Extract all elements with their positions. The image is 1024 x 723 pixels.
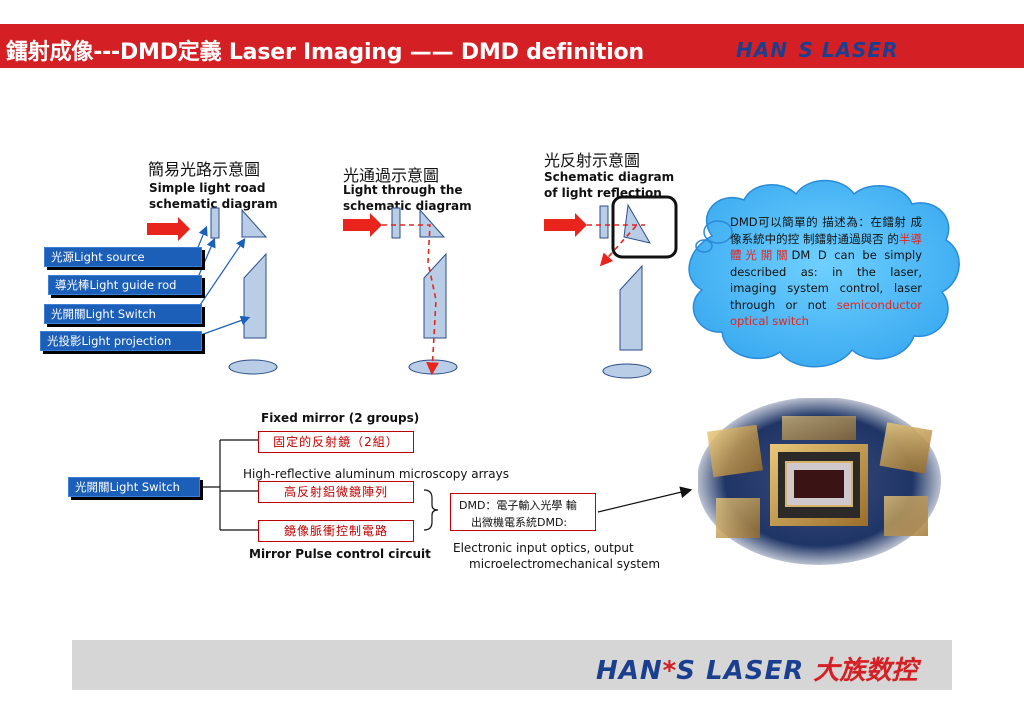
diagram2-title-en: Light through the schematic diagram — [343, 183, 472, 213]
header-bar — [0, 24, 1024, 68]
projection-prism — [243, 252, 267, 339]
diagram2-graphic — [343, 207, 458, 376]
label-light-projection: 光投影Light projection — [40, 331, 202, 351]
footer-bar — [72, 640, 952, 690]
light-switch-prism — [241, 208, 268, 238]
dmd-en-line-2: microelectromechanical system — [469, 557, 661, 571]
dmd-cloud-description: DMD可以簡單的 描述為：在鐳射 成像系統中的控 制鐳射通過與否 的半導體光開關… — [730, 214, 922, 330]
logo-cn: 大族数控 — [905, 38, 986, 62]
page-title: 鐳射成像---DMD定義 Laser Imaging —— DMD defini… — [6, 40, 644, 65]
logo-text: HAN — [736, 38, 788, 62]
diagram3-graphic — [544, 195, 678, 379]
cloud-shape — [688, 179, 960, 368]
pulse-circuit-box: 鏡像脈衝控制電路 — [258, 520, 414, 542]
cloud-text-cn: DMD可以簡單的 描述為：在鐳射 成像系統中的控 制鐳射通過與否 的 — [730, 215, 922, 246]
fixed-mirror-en: Fixed mirror (2 groups) — [261, 411, 420, 425]
dmd-chip-photo — [698, 398, 941, 565]
cloud-text-red-en: semiconductor optical switch — [730, 297, 922, 329]
diagram2-title-cn: 光通過示意圖 — [343, 166, 440, 185]
dmd-cn-line-2: 出微機電系統DMD: — [471, 516, 568, 529]
logo-text-2: S LASER — [798, 38, 899, 62]
label-light-switch: 光開關Light Switch — [44, 304, 202, 324]
footer-logo: HAN*S LASER 大族数控 — [596, 650, 917, 687]
pulse-circuit-en: Mirror Pulse control circuit — [249, 547, 431, 561]
array-en: High-reflective aluminum microscopy arra… — [243, 467, 509, 481]
dmd-en-line-1: Electronic input optics, output — [453, 541, 634, 555]
fixed-mirror-box: 固定的反射鏡（2組） — [258, 431, 414, 453]
tree-connectors — [200, 439, 693, 531]
tree-root-light-switch: 光開關Light Switch — [68, 477, 200, 497]
header-logo: HAN*S LASER 大族数控 — [736, 34, 985, 63]
footer-logo-text: HAN — [596, 656, 663, 686]
aluminum-array-box: 高反射鋁微鏡陣列 — [258, 481, 414, 503]
projection-lens — [228, 359, 278, 375]
footer-logo-star: * — [662, 656, 677, 686]
footer-logo-cn: 大族数控 — [813, 656, 918, 686]
diagram1-graphic — [147, 207, 278, 375]
light-source-arrow — [147, 217, 190, 241]
light-guide-rod — [210, 207, 220, 239]
diagram3-title-cn: 光反射示意圖 — [544, 151, 641, 170]
dmd-cn-line-1: DMD：電子輸入光學 輸 — [459, 499, 577, 512]
label-light-source: 光源Light source — [44, 247, 202, 267]
cloud-text-en: DM D can be simply described as: in the … — [730, 248, 923, 312]
diagram1-title-en: Simple light road schematic diagram — [149, 181, 278, 211]
diagram1-title-cn: 簡易光路示意圖 — [148, 160, 261, 179]
dmd-definition-box: DMD：電子輸入光學 輸 出微機電系統DMD: — [450, 493, 596, 531]
reflection-highlight-box — [611, 195, 678, 259]
label-light-guide-rod: 導光棒Light guide rod — [48, 275, 202, 295]
cloud-text-red-cn: 半導體光開關 — [730, 231, 923, 263]
footer-logo-text-2: S LASER — [676, 656, 805, 686]
logo-star: * — [787, 38, 799, 62]
